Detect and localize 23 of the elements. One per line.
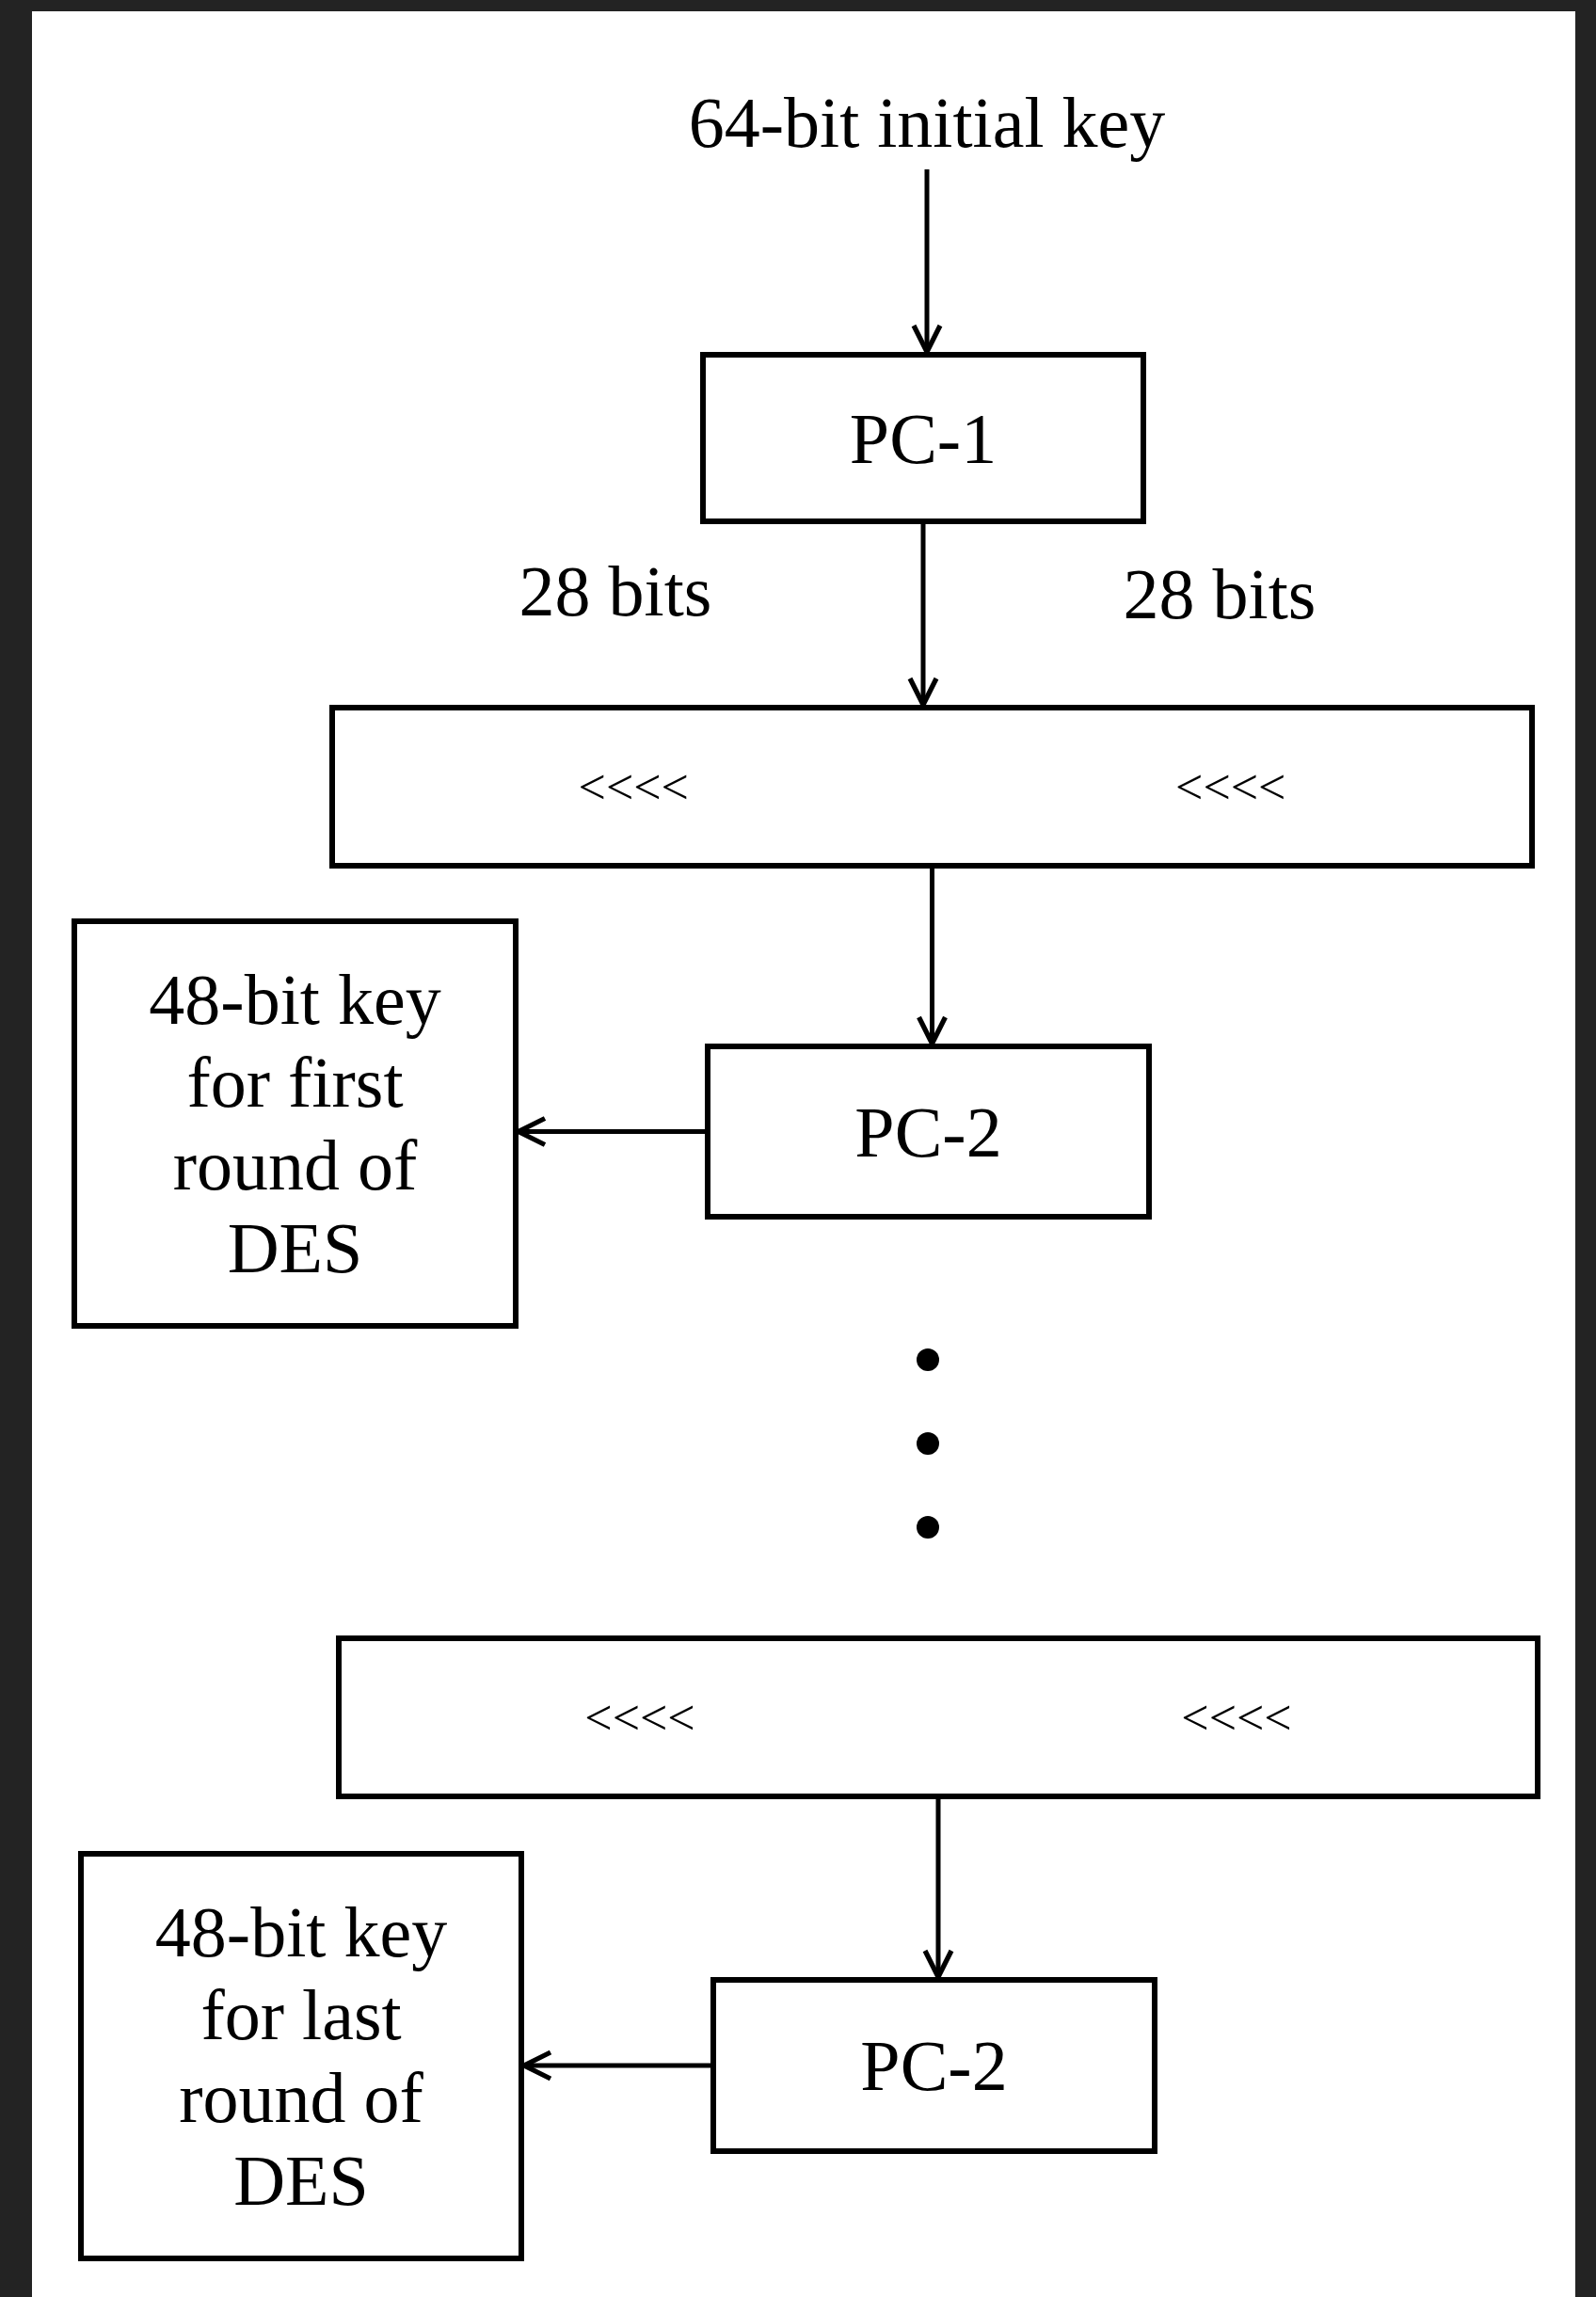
bit-width-label: 28 bits: [1123, 553, 1317, 635]
arrow: [922, 1799, 954, 1980]
left-shift-symbol: <<<<: [578, 758, 689, 815]
shift-box: [336, 1635, 1540, 1799]
left-shift-symbol: <<<<: [1181, 1689, 1292, 1746]
left-shift-symbol: <<<<: [584, 1689, 695, 1746]
permutation-label: PC-1: [849, 397, 998, 480]
left-shift-symbol: <<<<: [1175, 758, 1286, 815]
shift-box: [329, 705, 1535, 869]
arrow: [907, 524, 939, 708]
arrow: [911, 169, 943, 355]
output-key-text: 48-bit key for first round of DES: [148, 959, 442, 1289]
output-key-box: [72, 918, 519, 1329]
permutation-box: [710, 1977, 1157, 2154]
output-key-text: 48-bit key for last round of DES: [153, 1891, 449, 2222]
permutation-label: PC-2: [860, 2025, 1008, 2107]
arrow: [916, 869, 949, 1046]
bit-width-label: 28 bits: [519, 550, 712, 632]
output-key-box: [78, 1851, 524, 2261]
permutation-label: PC-2: [854, 1091, 1002, 1173]
permutation-box: [705, 1044, 1152, 1220]
input-label-text: 64-bit initial key: [688, 82, 1166, 164]
permutation-box: [700, 352, 1146, 524]
